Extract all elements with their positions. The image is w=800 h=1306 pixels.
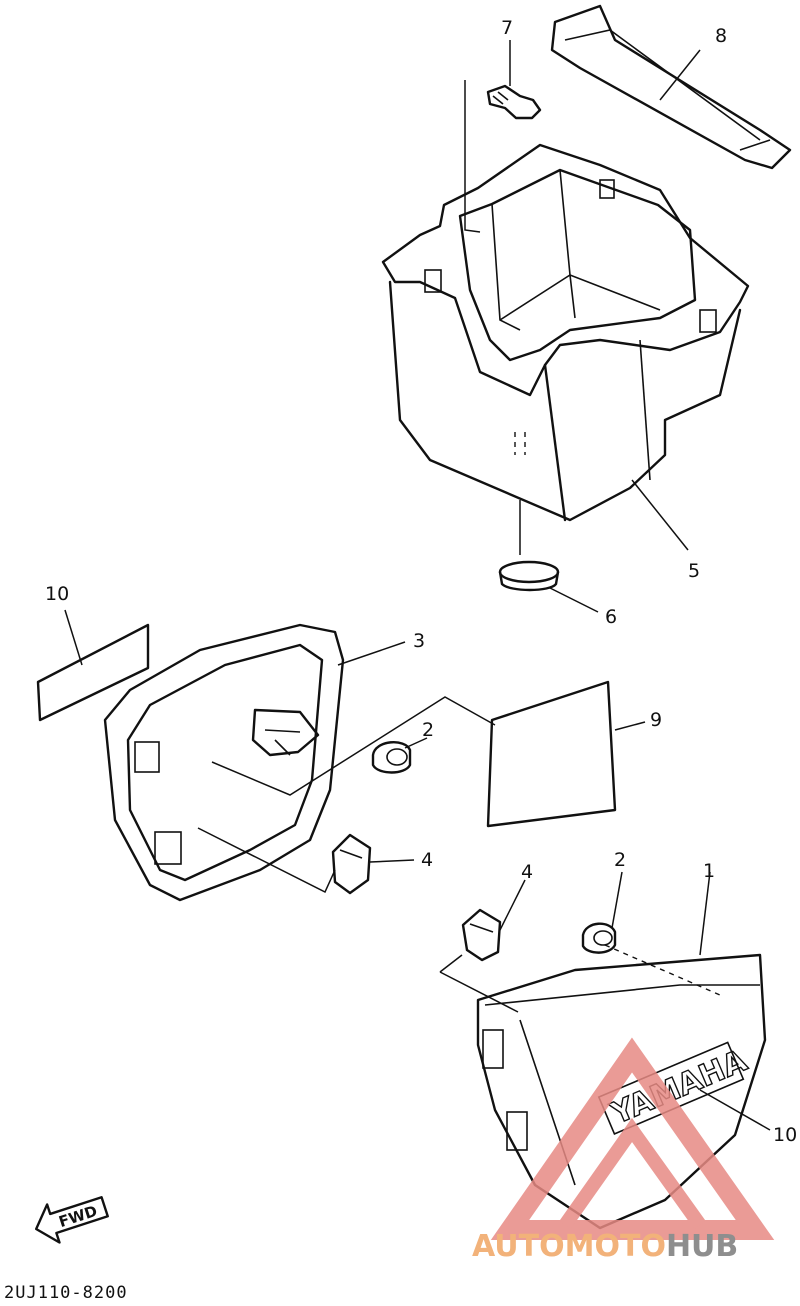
rubber-damper xyxy=(498,560,560,592)
left-side-cover xyxy=(103,623,496,902)
callout-2-right: 2 xyxy=(614,849,626,871)
grommet-right xyxy=(581,922,617,954)
callout-1: 1 xyxy=(703,860,715,882)
grommet-left xyxy=(371,741,412,774)
diagram-code: 2UJ110-8200 xyxy=(4,1283,128,1303)
callout-2-left: 2 xyxy=(422,719,434,741)
battery-box xyxy=(381,143,750,555)
bolt xyxy=(486,84,542,120)
callout-4-right: 4 xyxy=(521,861,533,883)
callout-10-right: 10 xyxy=(773,1124,797,1146)
callout-8: 8 xyxy=(715,25,727,47)
damper-clip-left xyxy=(331,833,372,895)
emblem-decal xyxy=(36,623,150,722)
watermark-part-2: HUB xyxy=(666,1229,738,1264)
watermark-text: AUTOMOTOHUB xyxy=(472,1229,738,1264)
callout-6: 6 xyxy=(605,606,617,628)
cover-pad xyxy=(486,680,617,828)
callout-7: 7 xyxy=(501,17,513,39)
damper-clip-right xyxy=(461,908,502,962)
forward-arrow-icon: FWD xyxy=(34,1196,109,1244)
battery-band xyxy=(550,4,792,170)
callout-4-left: 4 xyxy=(421,849,433,871)
callout-9: 9 xyxy=(650,709,662,731)
watermark-part-1: AUTOMOTO xyxy=(472,1229,666,1264)
callout-3: 3 xyxy=(413,630,425,652)
watermark-logo xyxy=(490,1037,775,1240)
svg-text:AUTOMOTOHUB: AUTOMOTOHUB xyxy=(472,1229,738,1264)
callout-5: 5 xyxy=(688,560,700,582)
callout-10-left: 10 xyxy=(45,583,69,605)
